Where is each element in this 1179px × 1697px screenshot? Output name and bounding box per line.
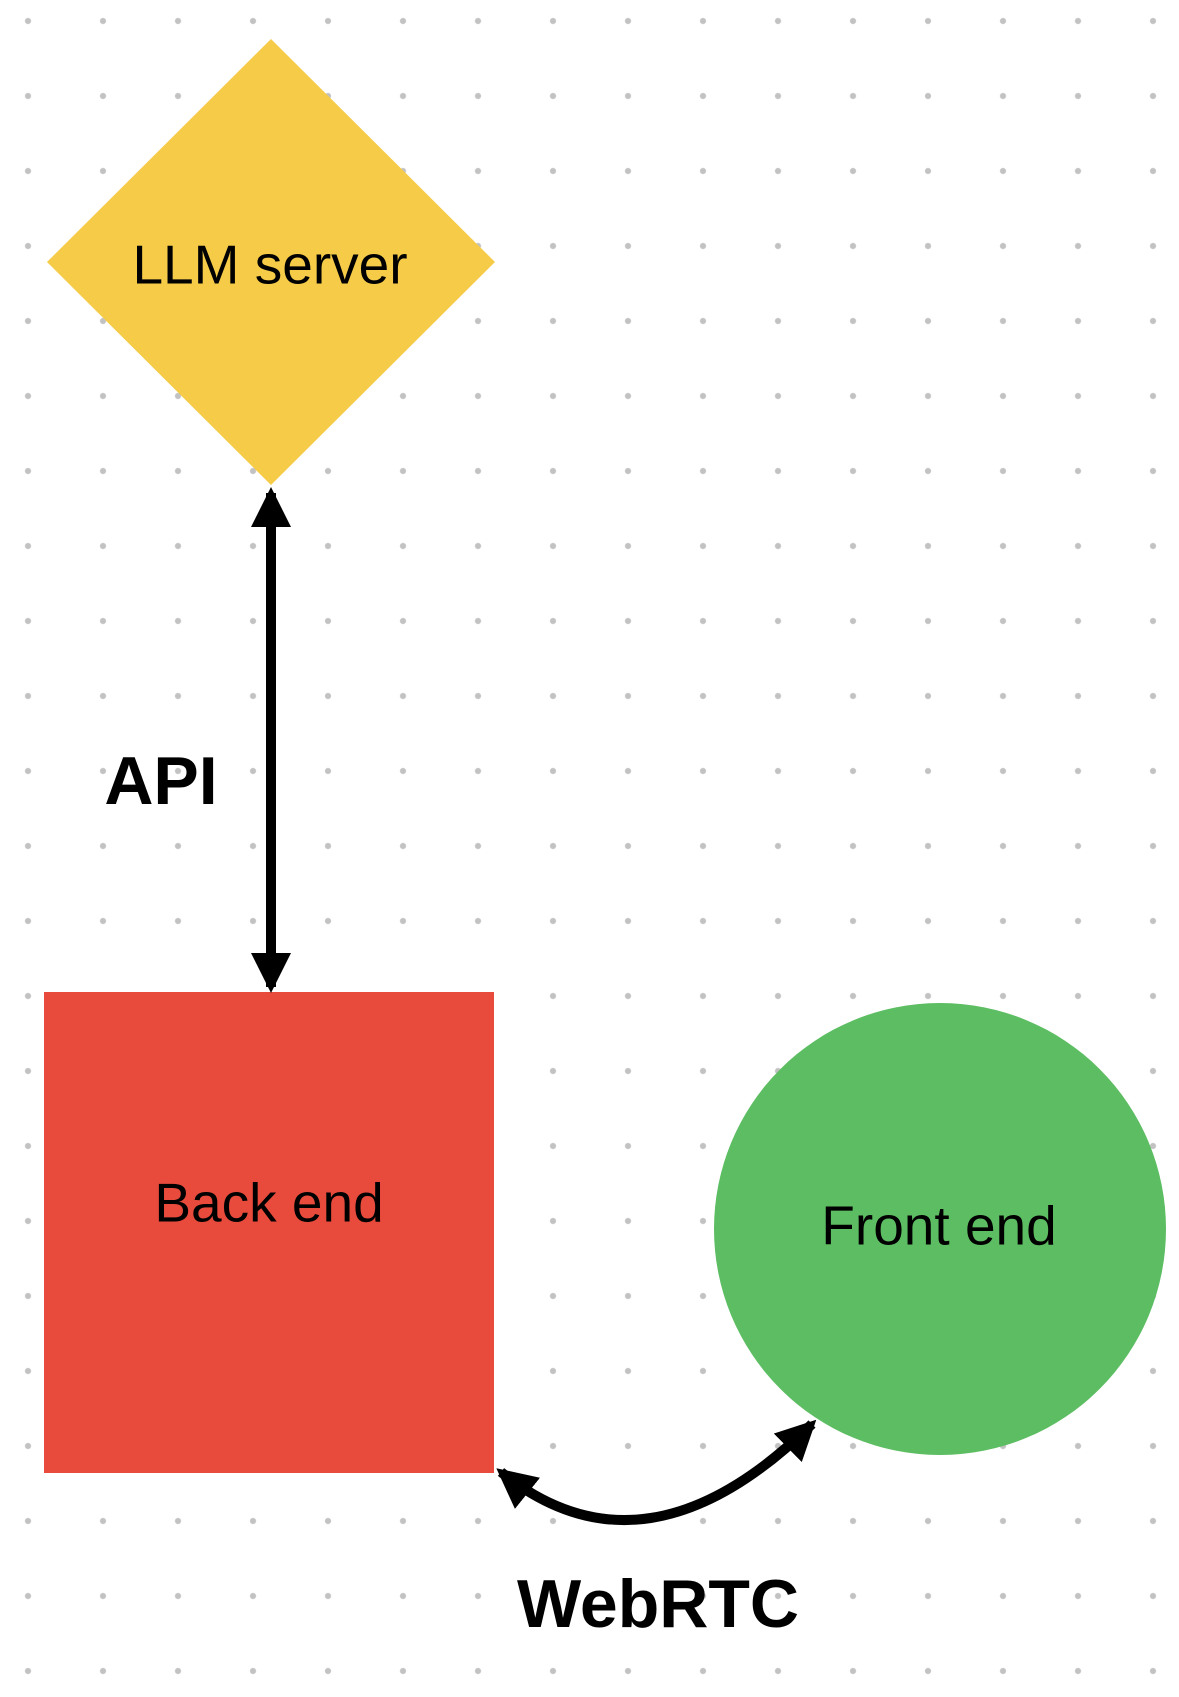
llm-server-node[interactable] xyxy=(47,39,495,485)
back-end-label: Back end xyxy=(154,1171,384,1234)
front-end-label: Front end xyxy=(821,1194,1057,1257)
webrtc-edge-label[interactable]: WebRTC xyxy=(516,1565,800,1642)
webrtc-connector-arrow[interactable] xyxy=(496,1419,817,1525)
api-edge-label[interactable]: API xyxy=(104,742,218,819)
front-end-node[interactable] xyxy=(714,1003,1166,1455)
back-end-node[interactable] xyxy=(44,992,494,1473)
llm-server-label: LLM server xyxy=(132,233,408,296)
